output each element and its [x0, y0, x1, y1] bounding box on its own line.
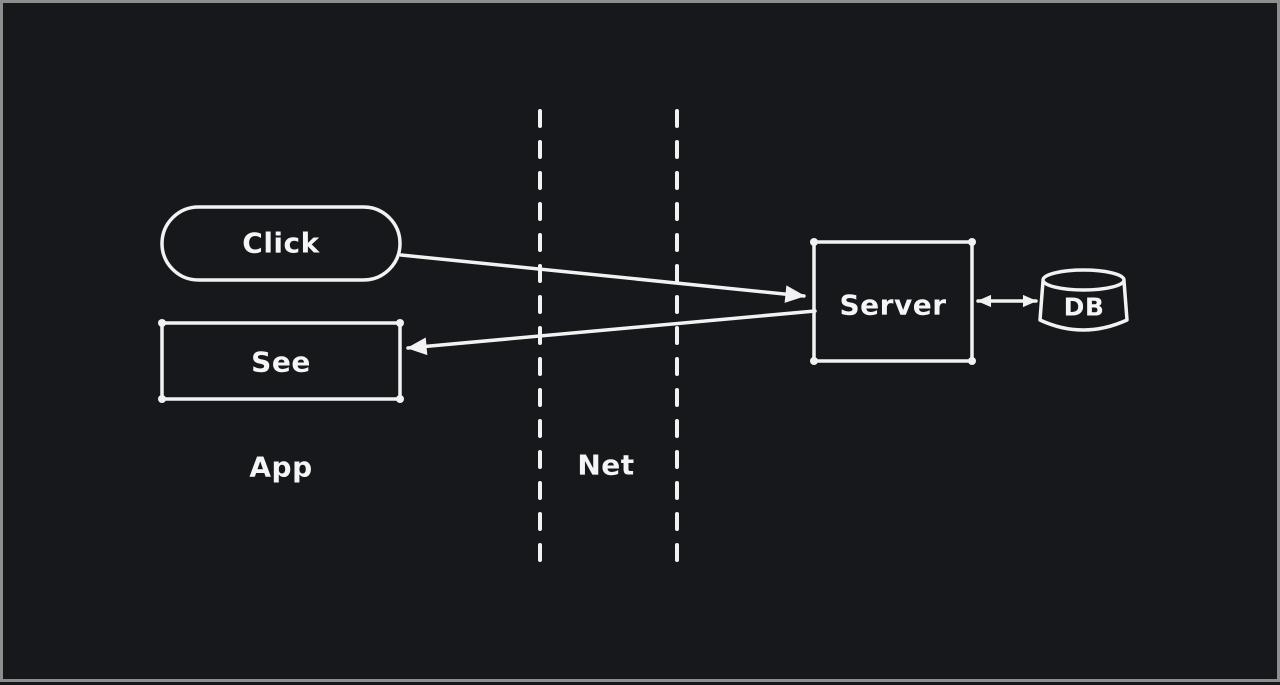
click-node-label: Click: [242, 227, 320, 260]
net-zone-label: Net: [577, 449, 634, 482]
see-corner-dot: [158, 395, 166, 403]
see-corner-dot: [396, 319, 404, 327]
db-node-label: DB: [1064, 293, 1105, 322]
server-corner-dot: [810, 238, 818, 246]
arrow-click-to-server: [401, 255, 804, 296]
see-corner-dot: [158, 319, 166, 327]
server-corner-dot: [968, 238, 976, 246]
see-node-label: See: [251, 346, 311, 379]
arrow-server-to-see: [408, 311, 815, 348]
db-node-cylinder-top: [1043, 270, 1124, 290]
server-corner-dot: [810, 357, 818, 365]
server-node-label: Server: [839, 289, 946, 322]
app-zone-label: App: [249, 451, 312, 484]
see-corner-dot: [396, 395, 404, 403]
architecture-diagram: Click See Server DB App Net: [3, 3, 1280, 685]
server-corner-dot: [968, 357, 976, 365]
